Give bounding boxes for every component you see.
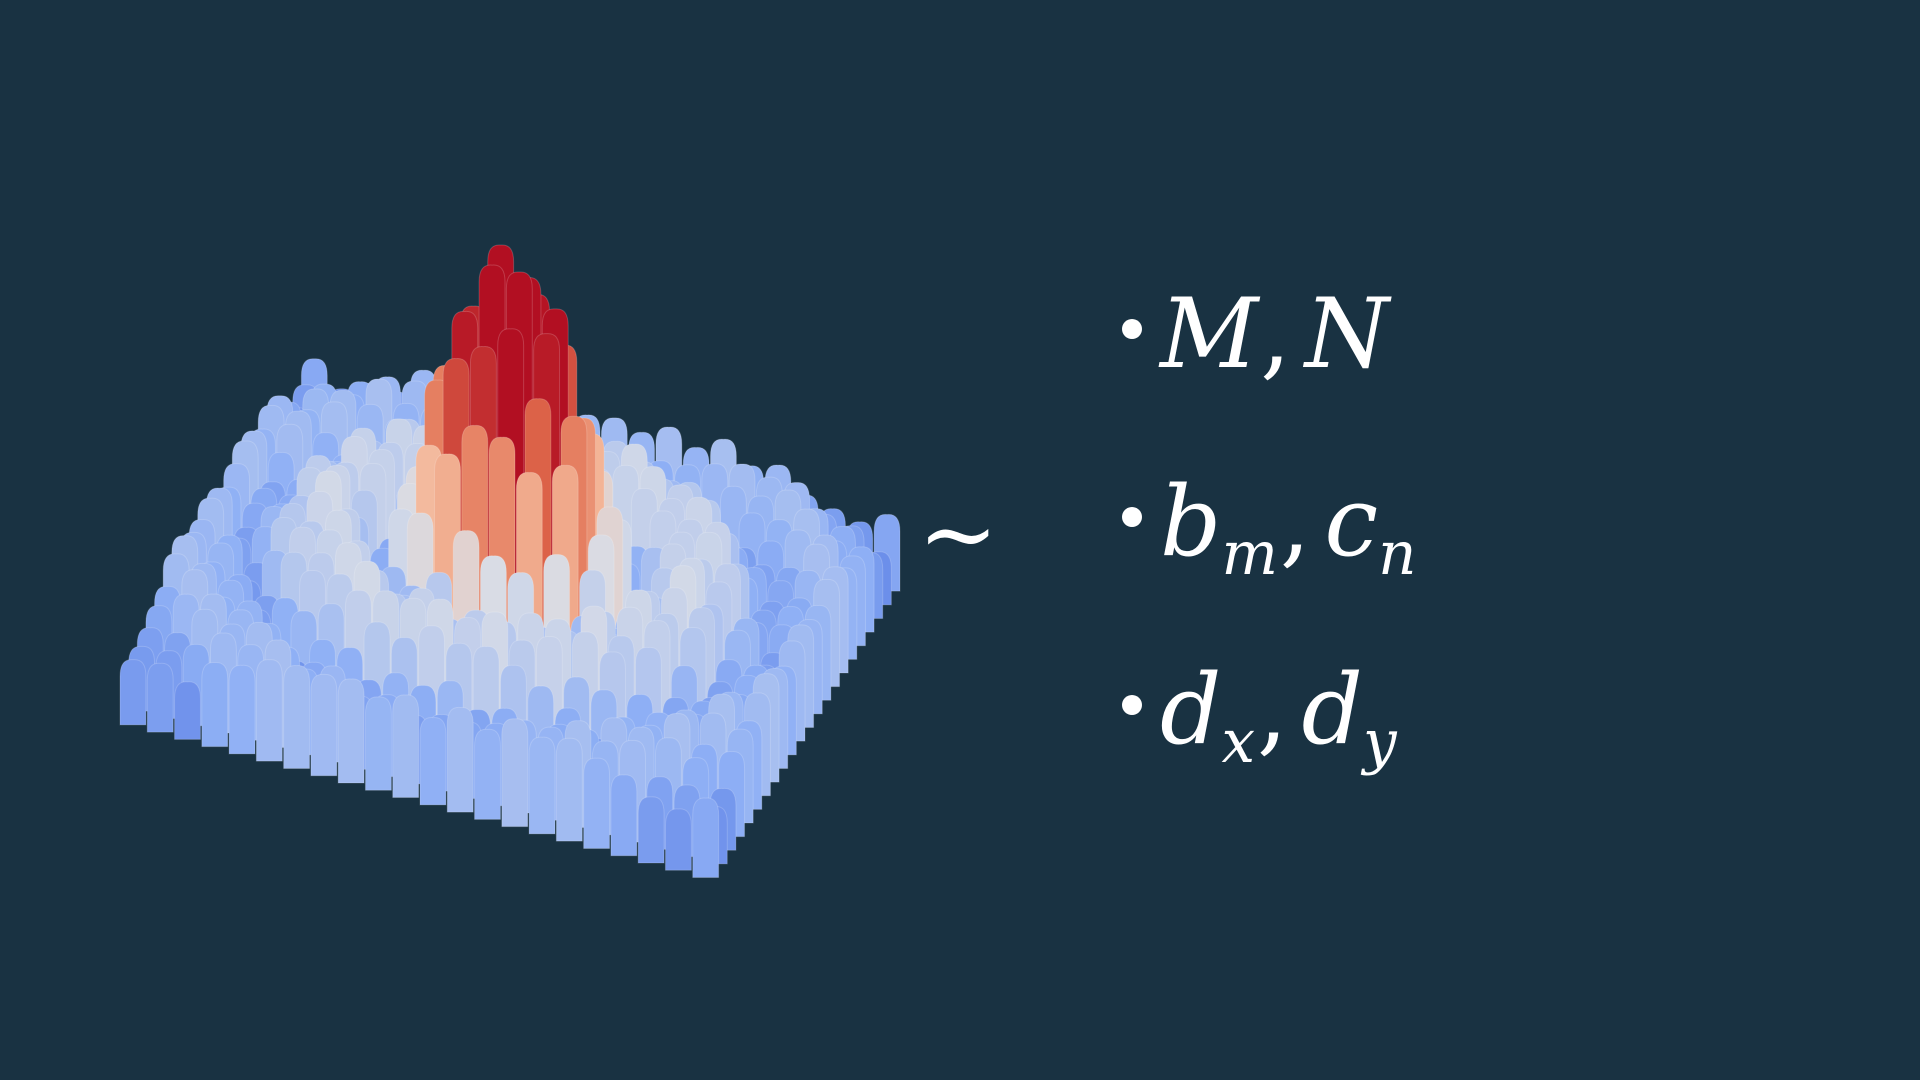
surface-bump	[337, 678, 365, 784]
symbol-d: d	[1301, 654, 1363, 766]
comma: ,	[1257, 654, 1288, 766]
surface-bump	[255, 659, 283, 762]
bullet-item-d: dx,dy	[1122, 662, 1397, 772]
surface-bump	[446, 706, 474, 813]
bullet-dot	[1122, 695, 1142, 715]
subscript-n: n	[1378, 520, 1417, 590]
surface-bump	[610, 774, 638, 857]
surface-bump	[474, 728, 501, 820]
surface-bump	[228, 664, 256, 755]
math-term: bm,cn	[1160, 474, 1417, 584]
symbol-n: N	[1304, 278, 1389, 390]
surface-bump	[201, 662, 229, 748]
surface-bump	[555, 737, 583, 842]
tilde-symbol: ~	[918, 478, 999, 590]
symbol-c: c	[1324, 466, 1379, 578]
surface-bump	[501, 718, 529, 828]
surface-bump	[146, 662, 174, 733]
surface-bump	[692, 797, 720, 879]
surface-bump	[664, 808, 692, 871]
surface-bump	[419, 717, 447, 806]
comma: ,	[1260, 278, 1291, 390]
bullet-dot	[1122, 319, 1142, 339]
symbol-b: b	[1160, 466, 1222, 578]
surface-bump	[283, 665, 311, 769]
surface-bump	[310, 673, 338, 777]
surface-bump	[637, 796, 665, 864]
surface-bump	[392, 694, 420, 799]
bullet-dot	[1122, 507, 1142, 527]
surface-bump	[528, 736, 556, 835]
symbol-d: d	[1160, 654, 1222, 766]
subscript-y: y	[1363, 708, 1397, 778]
math-term: dx,dy	[1160, 662, 1397, 772]
surface-bump	[364, 696, 392, 791]
subscript-x: x	[1221, 708, 1256, 778]
bullet-item-b-c: bm,cn	[1122, 474, 1417, 584]
bullet-item-m-n: M,N	[1122, 286, 1389, 382]
math-term: M,N	[1160, 286, 1389, 382]
surface-bump	[583, 757, 611, 849]
symbol-m: M	[1160, 278, 1259, 390]
subscript-m: m	[1221, 520, 1278, 590]
comma: ,	[1279, 466, 1311, 578]
surface-bump	[119, 659, 147, 726]
surface-bump	[174, 681, 201, 740]
